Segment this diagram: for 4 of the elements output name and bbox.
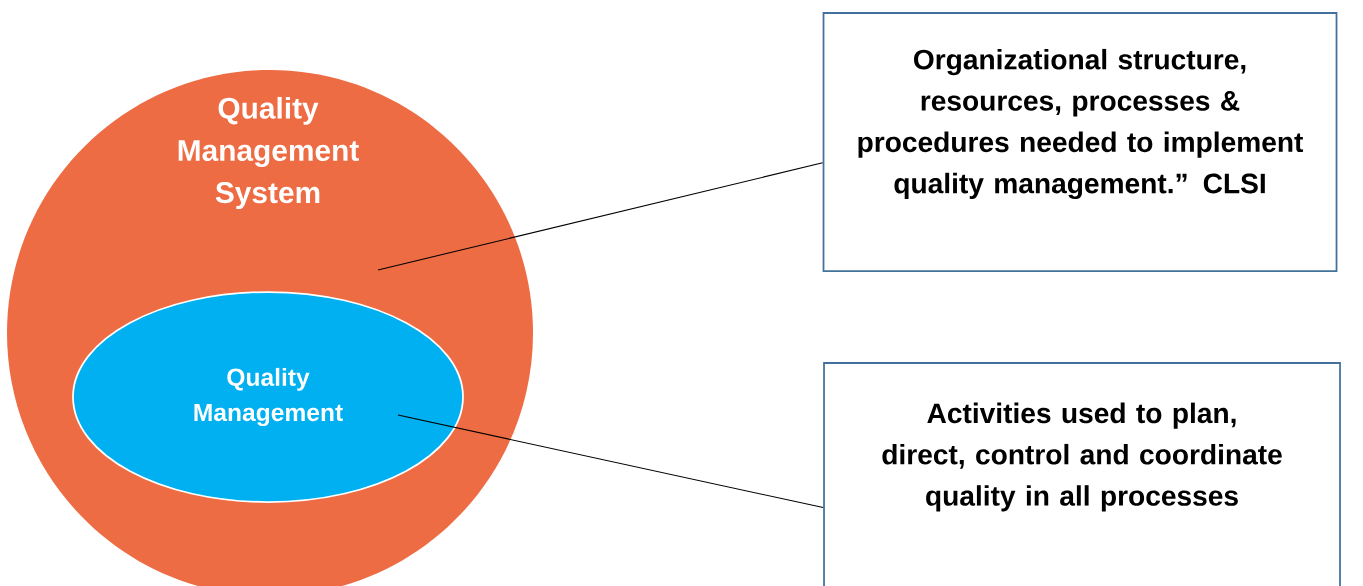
leader-line [377, 162, 824, 271]
leader-line [397, 414, 824, 509]
text-box: Organizational structure, resources, processes & procedures needed to implement quality management.” CLSI [822, 12, 1338, 272]
text-box: Activities used to plan, direct, control and coordinate quality in all processes [823, 362, 1341, 586]
